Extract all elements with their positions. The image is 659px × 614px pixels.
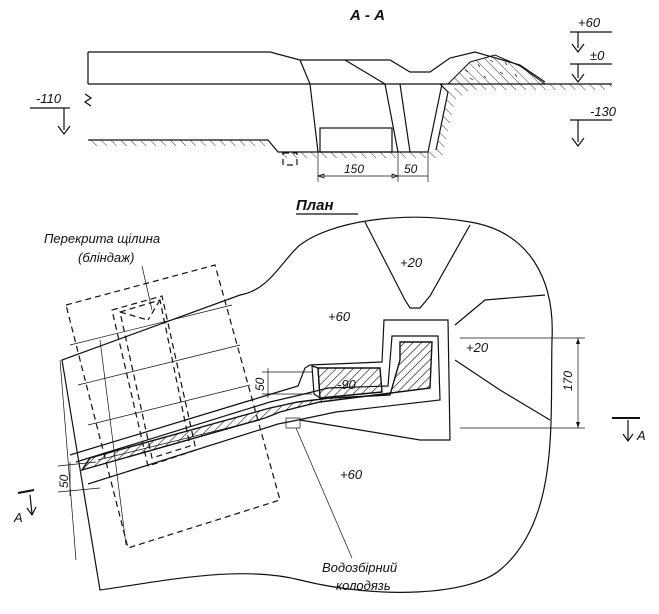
- covered-trench-diag-2: [147, 299, 161, 321]
- dim-label-150: 150: [344, 162, 364, 176]
- trench-hatched-floor: [80, 341, 433, 472]
- sump-plan: [285, 417, 301, 429]
- covered-trench-label-1: Перекрита щілина: [44, 231, 160, 246]
- ground-hatching: [88, 84, 612, 158]
- dim-50-section: 50: [398, 152, 429, 182]
- dim-label-170: 170: [561, 371, 575, 391]
- covered-trench-leader: [141, 265, 153, 311]
- plan-view: План A: [13, 197, 646, 593]
- elev-mark-plus60: +60: [570, 15, 612, 53]
- elev-label-plus60-lower: +60: [340, 467, 363, 482]
- trench-slope-line-1: [299, 59, 319, 153]
- dim-50-left: 50: [57, 461, 101, 496]
- elev-mark-minus110: -110: [30, 91, 71, 135]
- drainage-ditch-top: [364, 221, 471, 309]
- dim-170: 170: [460, 337, 585, 429]
- terrain-contour: [61, 216, 553, 593]
- trench-slope-line-2: [344, 59, 399, 153]
- elev-label-plus60-upper: +60: [328, 309, 351, 324]
- elev-mark-zero: ±0: [570, 48, 612, 83]
- trench-outline-outer: [69, 319, 451, 456]
- dim-150: 150: [316, 152, 400, 182]
- cut-line-right: A: [612, 417, 646, 443]
- trench-step: [319, 127, 393, 153]
- contour-line-right-lower: [454, 359, 551, 421]
- elev-mark-minus130: -130: [570, 104, 617, 147]
- dim-label-50: 50: [404, 162, 418, 176]
- dim-label-50-left: 50: [57, 474, 71, 488]
- sump-label-1: Водозбірний: [322, 560, 397, 575]
- cut-label-left: A: [13, 510, 23, 525]
- elev-label-zero: ±0: [590, 48, 605, 63]
- elev-label-minus90: -90: [337, 377, 357, 392]
- elev-label-minus110: -110: [36, 91, 62, 106]
- sump-label-2: колодязь: [336, 578, 391, 593]
- covered-trench-grid: [59, 304, 261, 561]
- soil-mound: [446, 54, 547, 85]
- break-mark: [83, 93, 93, 107]
- dim-label-50-mid: 50: [253, 377, 267, 391]
- deep-pit-side: [311, 365, 321, 400]
- covered-trench-inner: [111, 295, 197, 467]
- trench-outline-inner: [75, 335, 441, 485]
- trench-slope-line-3: [399, 83, 411, 153]
- cut-label-right: A: [636, 428, 646, 443]
- elev-label-minus130: -130: [590, 104, 617, 119]
- covered-trench-diag-1: [119, 311, 149, 321]
- covered-trench-outline: [65, 264, 281, 549]
- soil-texture: [464, 59, 518, 81]
- section-title: А - А: [349, 7, 385, 24]
- sump-leader: [295, 427, 353, 559]
- covered-trench-inner-2: [119, 299, 191, 459]
- sump-section-outline: [282, 152, 298, 166]
- plan-title: План: [296, 197, 334, 214]
- elev-label-plus20-right: +20: [466, 340, 489, 355]
- covered-trench-label-2: (бліндаж): [78, 250, 134, 265]
- cut-line-left: A: [13, 489, 37, 525]
- section-view: А - А +60 ±0: [30, 7, 617, 182]
- dim-50-mid: 50: [253, 368, 312, 398]
- elev-label-plus60: +60: [578, 15, 601, 30]
- contour-line-right-upper: [454, 294, 546, 326]
- elev-label-plus20-top: +20: [400, 255, 423, 270]
